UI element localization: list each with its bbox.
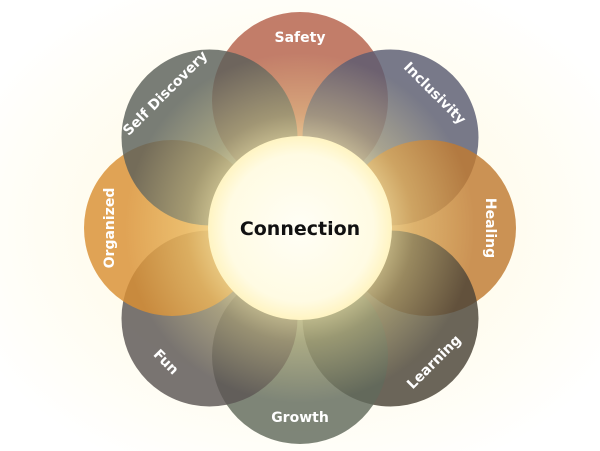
petal-label-safety: Safety: [275, 30, 326, 46]
petal-label-organized: Organized: [102, 188, 118, 269]
center-label: Connection: [240, 218, 360, 240]
petal-label-healing: Healing: [482, 198, 498, 258]
center-circle: [208, 136, 392, 320]
petal-label-growth: Growth: [271, 410, 329, 426]
